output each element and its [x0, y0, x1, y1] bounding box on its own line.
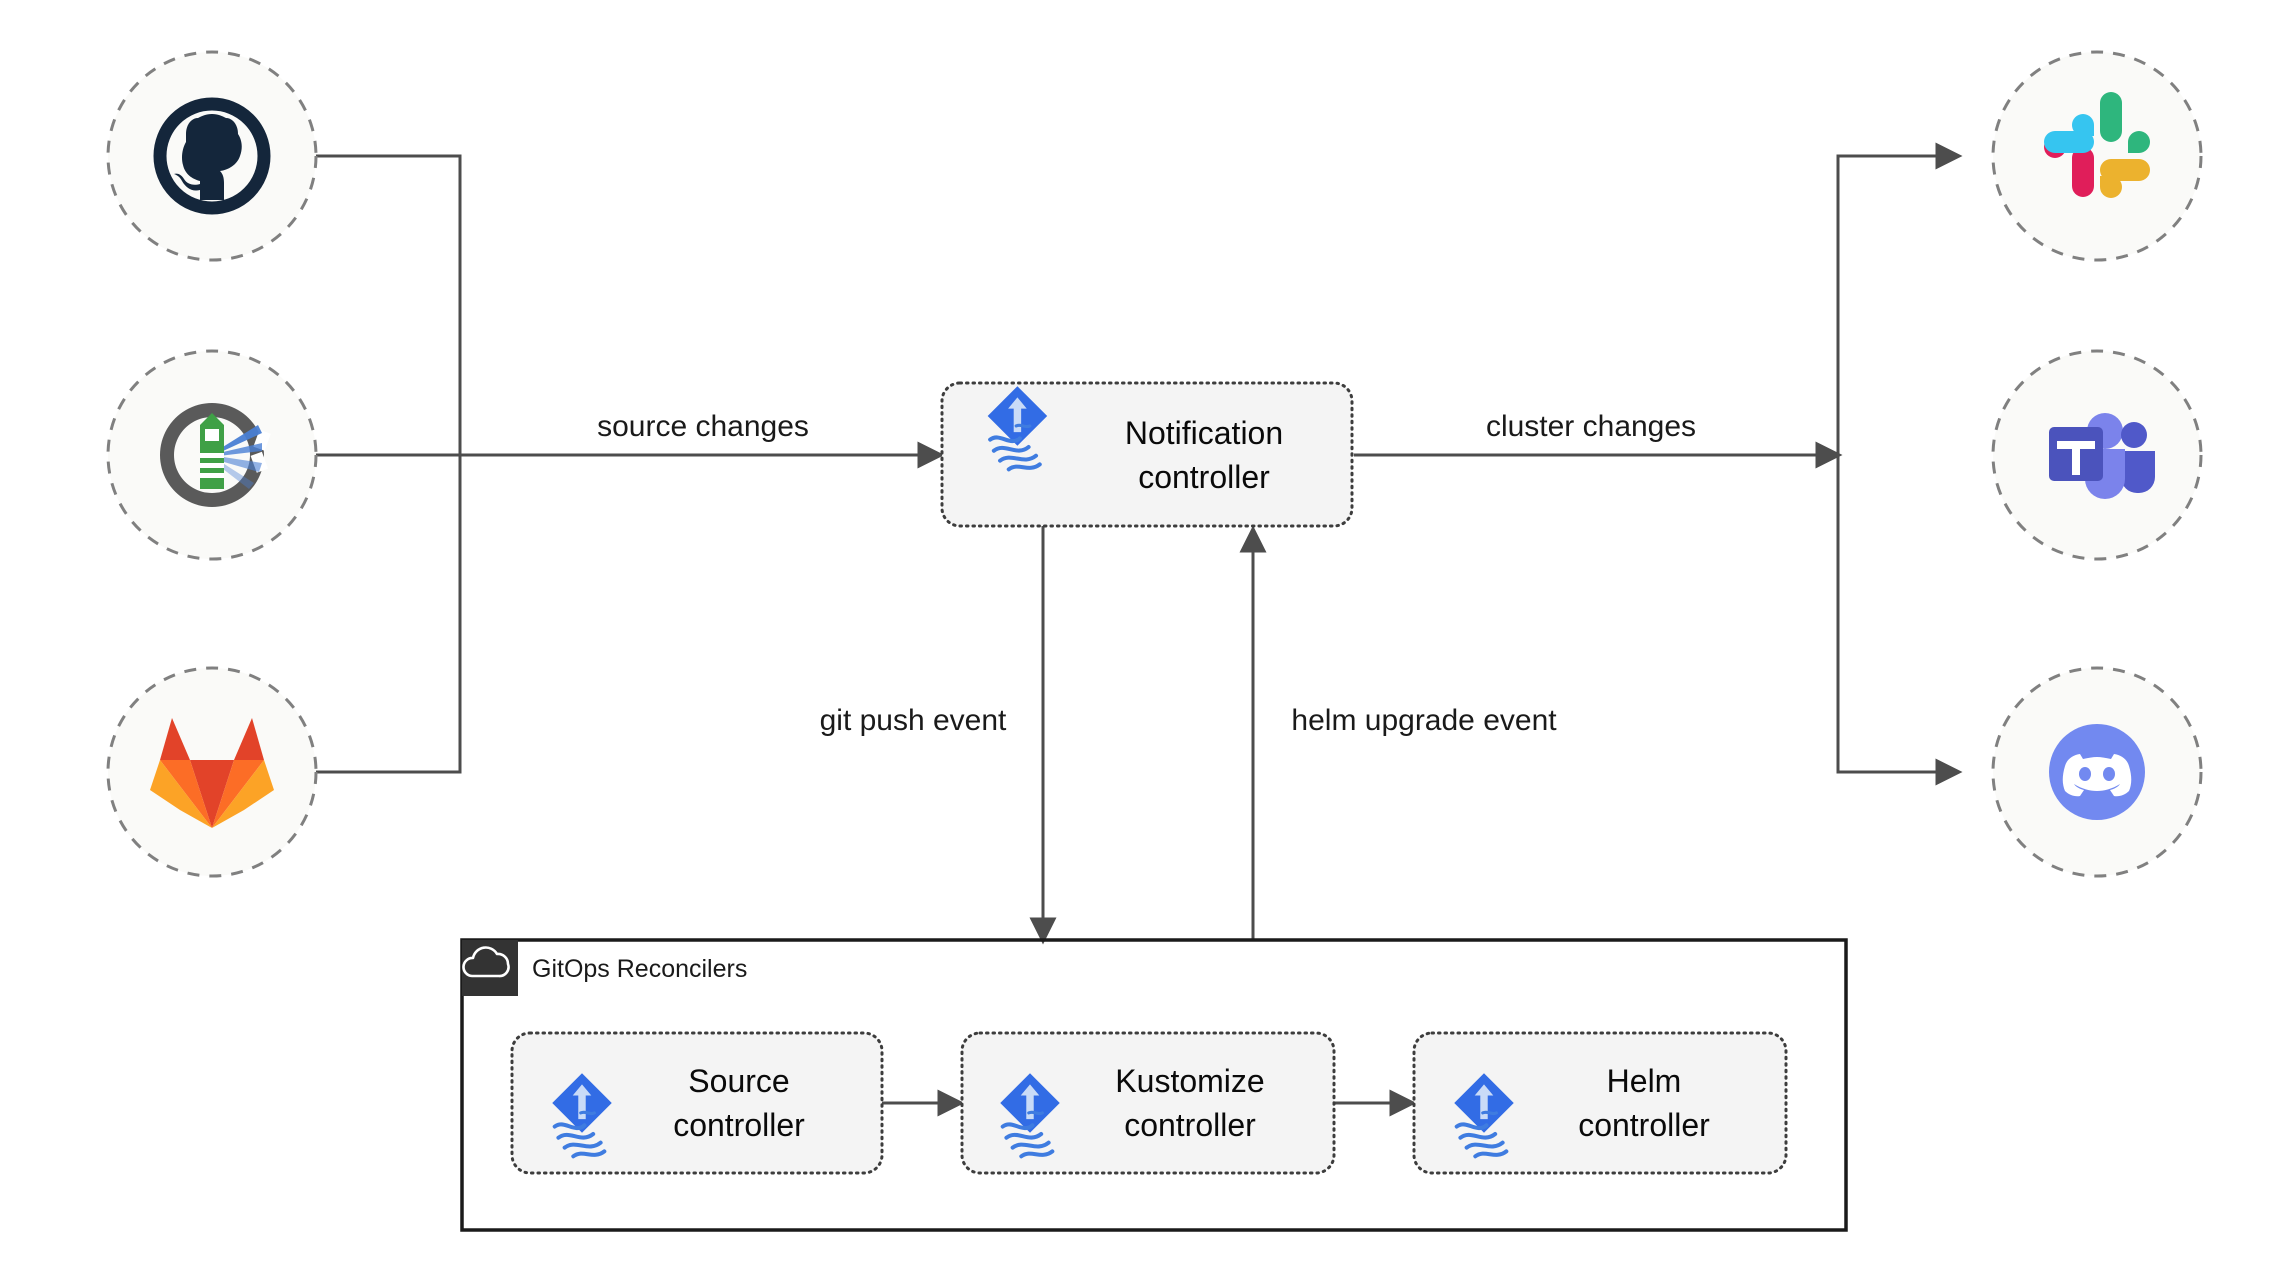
edges-layer: [312, 142, 1963, 1117]
edge-label-source-changes: source changes: [597, 410, 809, 443]
gitops-reconcilers-boundary: [460, 938, 1848, 1232]
discord-icon: [2049, 724, 2145, 820]
notification-controller-label-line2: controller: [1138, 459, 1270, 495]
destination-nodes-layer: [1991, 50, 2203, 878]
helm-controller-node[interactable]: Helm controller: [1412, 1031, 1788, 1175]
kustomize-controller-node[interactable]: Kustomize controller: [960, 1031, 1336, 1175]
source-controller-box[interactable]: [510, 1031, 884, 1175]
source-node-github[interactable]: [106, 50, 318, 262]
edge-labels-layer: source changes cluster changes git push …: [597, 410, 1696, 737]
source-controller-node[interactable]: Source controller: [510, 1031, 884, 1175]
edge-github-to-bus: [312, 154, 462, 455]
notification-controller-box[interactable]: [940, 381, 1354, 528]
source-controller-label-line2: controller: [673, 1107, 805, 1143]
source-node-helm[interactable]: [106, 349, 318, 561]
helm-controller-label-line1: Helm: [1607, 1063, 1682, 1099]
edge-gitlab-to-bus: [312, 455, 462, 774]
kustomize-controller-box[interactable]: [960, 1031, 1336, 1175]
kustomize-controller-label-line2: controller: [1124, 1107, 1256, 1143]
edge-label-cluster-changes: cluster changes: [1486, 410, 1696, 443]
source-nodes-layer: [106, 50, 318, 878]
destination-node-slack[interactable]: [1991, 50, 2203, 262]
gitops-reconcilers-title: GitOps Reconcilers: [532, 955, 747, 983]
gitops-reconcilers-group: GitOps Reconcilers Source controller Kus…: [460, 938, 1848, 1232]
edge-label-helm-upgrade-event: helm upgrade event: [1291, 704, 1557, 737]
destination-node-teams[interactable]: [1991, 349, 2203, 561]
notification-controller-label-line1: Notification: [1125, 415, 1283, 451]
edge-label-git-push-event: git push event: [820, 704, 1007, 737]
source-controller-label-line1: Source: [688, 1063, 789, 1099]
edge-bus-to-discord: [1836, 455, 1963, 786]
edge-bus-to-slack: [1836, 142, 1963, 455]
destination-node-discord[interactable]: [1991, 666, 2203, 878]
helm-controller-box[interactable]: [1412, 1031, 1788, 1175]
slack-node-circle[interactable]: [1991, 50, 2203, 262]
kustomize-controller-label-line1: Kustomize: [1115, 1063, 1264, 1099]
source-node-gitlab[interactable]: [106, 666, 318, 878]
helm-controller-label-line2: controller: [1578, 1107, 1710, 1143]
notification-controller-node[interactable]: Notification controller: [940, 381, 1354, 528]
